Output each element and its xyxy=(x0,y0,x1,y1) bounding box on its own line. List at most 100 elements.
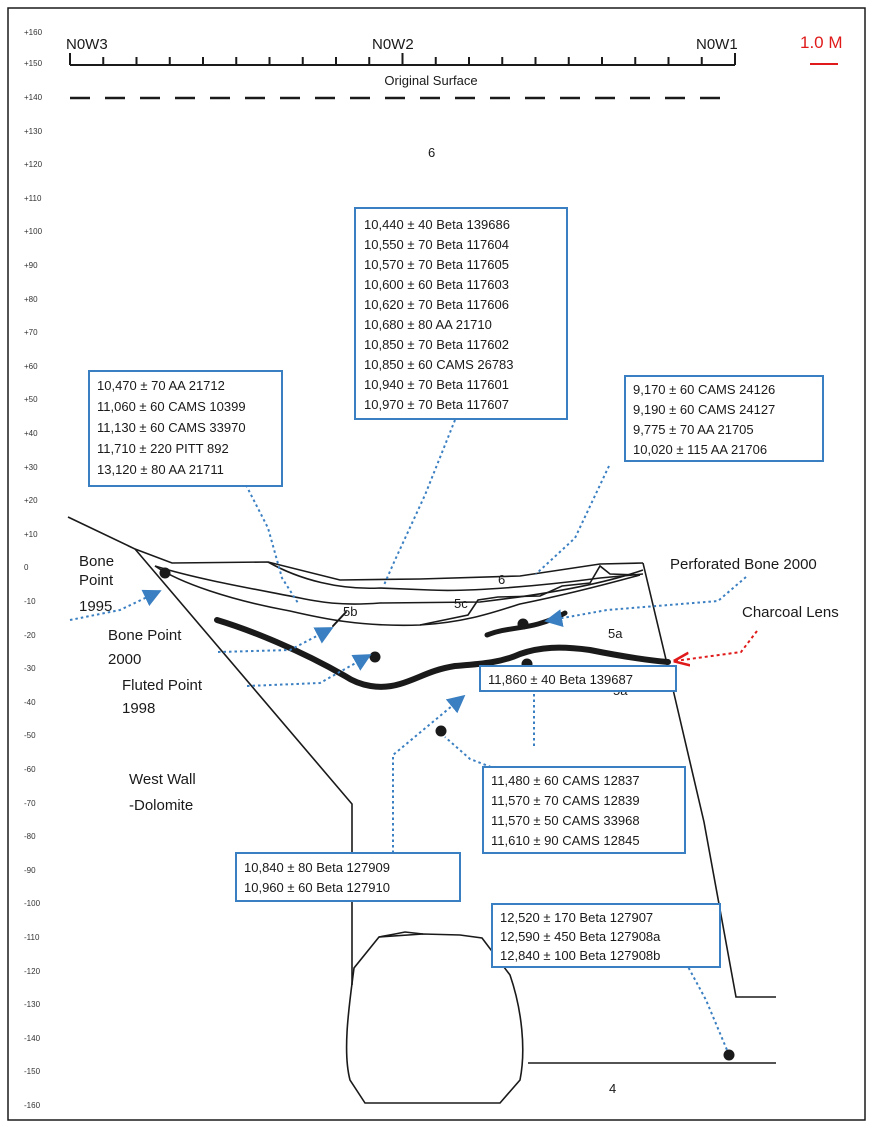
leader-left-upper-box xyxy=(245,484,299,604)
date-line: 10,470 ± 70 AA 21712 xyxy=(97,378,225,393)
ruler-ticks xyxy=(69,53,736,65)
elevation-label: +130 xyxy=(24,127,43,136)
dot-cams-group xyxy=(435,725,447,737)
elevation-label: -50 xyxy=(24,731,36,740)
original-surface-label: Original Surface xyxy=(384,73,477,88)
elevation-label: -20 xyxy=(24,631,36,640)
date-line: 12,590 ± 450 Beta 127908a xyxy=(500,929,661,944)
elevation-label: -110 xyxy=(24,933,40,942)
date-line: 10,840 ± 80 Beta 127909 xyxy=(244,860,390,875)
elevation-label: 0 xyxy=(24,563,29,572)
label-point-line2: Point xyxy=(79,572,114,589)
label-fluted-point: Fluted Point xyxy=(122,677,203,694)
label-west-wall: West Wall xyxy=(129,771,196,788)
label-charcoal-lens: Charcoal Lens xyxy=(742,604,839,621)
label-2000: 2000 xyxy=(108,651,141,668)
date-line: 10,600 ± 60 Beta 117603 xyxy=(364,277,509,292)
grid-label-n0w2: N0W2 xyxy=(372,36,414,53)
contact-6-5c xyxy=(154,565,644,605)
arrow-perforated-bone xyxy=(544,576,747,627)
elevation-label: -70 xyxy=(24,799,36,808)
elevation-label: +160 xyxy=(24,28,43,37)
unit-label-4: 4 xyxy=(609,1081,616,1096)
arrow-charcoal-lens xyxy=(675,630,758,661)
date-line: 9,170 ± 60 CAMS 24126 xyxy=(633,382,775,397)
elevation-label: -60 xyxy=(24,765,36,774)
leader-bottom-box xyxy=(685,962,728,1051)
elevation-label: -40 xyxy=(24,698,36,707)
stratigraphy xyxy=(67,516,776,1104)
feature-labels: Bone Point 1995 Bone Point 2000 Fluted P… xyxy=(79,553,839,814)
date-line: 11,860 ± 40 Beta 139687 xyxy=(488,672,633,687)
date-line: 11,130 ± 60 CAMS 33970 xyxy=(97,420,246,435)
label-bone-point-2000: Bone Point xyxy=(108,627,182,644)
elevation-label: +150 xyxy=(24,59,43,68)
scale-label: 1.0 M xyxy=(800,33,843,52)
date-line: 10,850 ± 70 Beta 117602 xyxy=(364,337,509,352)
surface-line xyxy=(134,548,644,581)
date-line: 12,520 ± 170 Beta 127907 xyxy=(500,910,653,925)
date-line: 11,060 ± 60 CAMS 10399 xyxy=(97,399,246,414)
charcoal-lens-main xyxy=(214,617,671,690)
date-line: 10,020 ± 115 AA 21706 xyxy=(633,442,767,457)
date-line: 10,970 ± 70 Beta 117607 xyxy=(364,397,509,412)
elevation-label: +120 xyxy=(24,160,43,169)
elevation-label: +20 xyxy=(24,496,38,505)
label-1998: 1998 xyxy=(122,700,155,717)
grid-ruler: N0W3 N0W2 N0W1 1.0 M Original Surface xyxy=(66,33,843,100)
grid-label-n0w3: N0W3 xyxy=(66,36,108,53)
contact-5b-5c xyxy=(154,565,641,627)
dot-perforated-bone xyxy=(517,618,529,630)
date-line: 10,680 ± 80 AA 21710 xyxy=(364,317,492,332)
date-box-lower-left: 10,840 ± 80 Beta 127909 10,960 ± 60 Beta… xyxy=(235,852,461,902)
elevation-label: +110 xyxy=(24,194,42,203)
label-perforated-bone: Perforated Bone 2000 xyxy=(670,556,817,573)
date-line: 11,570 ± 50 CAMS 33968 xyxy=(491,813,640,828)
dot-beta-127907 xyxy=(723,1049,735,1061)
arrow-bone-point-1995 xyxy=(69,589,162,621)
unit-label-5c: 5c xyxy=(454,596,468,611)
contact-5c-5a xyxy=(419,564,641,626)
date-line: 11,610 ± 90 CAMS 12845 xyxy=(491,833,640,848)
leader-right-box xyxy=(535,465,610,575)
elevation-label: +60 xyxy=(24,362,38,371)
elevation-label: -90 xyxy=(24,866,36,875)
date-line: 10,940 ± 70 Beta 117601 xyxy=(364,377,509,392)
elevation-label: +80 xyxy=(24,295,38,304)
bone-point-2000-mark xyxy=(332,611,347,627)
arrow-lower-left-box xyxy=(392,694,466,853)
elevation-label: -30 xyxy=(24,664,36,673)
dot-bone-point-1995 xyxy=(159,567,171,579)
contact-6-base xyxy=(267,561,644,592)
elevation-axis: +160 +150 +140 +130 +120 +110 +100 +90 +… xyxy=(24,28,43,1110)
leader-center-box xyxy=(383,419,456,586)
date-line: 11,480 ± 60 CAMS 12837 xyxy=(491,773,640,788)
elevation-label: -80 xyxy=(24,832,36,841)
unit-label-6: 6 xyxy=(498,572,505,587)
unit-label-5a-upper: 5a xyxy=(608,626,623,641)
elevation-label: +30 xyxy=(24,463,38,472)
date-line: 11,710 ± 220 PITT 892 xyxy=(97,441,229,456)
unit-label-5b: 5b xyxy=(343,604,357,619)
date-box-right-upper: 9,170 ± 60 CAMS 24126 9,190 ± 60 CAMS 24… xyxy=(624,375,824,462)
date-line: 10,850 ± 60 CAMS 26783 xyxy=(364,357,514,372)
date-box-center-upper: 10,440 ± 40 Beta 139686 10,550 ± 70 Beta… xyxy=(354,207,568,420)
elevation-label: -160 xyxy=(24,1101,41,1110)
date-line: 9,775 ± 70 AA 21705 xyxy=(633,422,754,437)
grid-label-n0w1: N0W1 xyxy=(696,36,738,53)
figure-frame xyxy=(7,7,866,1121)
date-line: 9,190 ± 60 CAMS 24127 xyxy=(633,402,775,417)
date-box-bottom: 12,520 ± 170 Beta 127907 12,590 ± 450 Be… xyxy=(491,903,721,968)
arrow-fluted-point xyxy=(246,654,372,687)
elevation-label: +50 xyxy=(24,395,38,404)
east-wall-outline xyxy=(642,562,776,998)
label-dolomite: -Dolomite xyxy=(129,797,193,814)
date-line: 10,570 ± 70 Beta 117605 xyxy=(364,257,509,272)
date-box-middle-single: 11,860 ± 40 Beta 139687 xyxy=(479,665,677,692)
label-bone-line1: Bone xyxy=(79,553,114,570)
elevation-label: -150 xyxy=(24,1067,41,1076)
date-line: 11,570 ± 70 CAMS 12839 xyxy=(491,793,640,808)
elevation-label: +40 xyxy=(24,429,38,438)
